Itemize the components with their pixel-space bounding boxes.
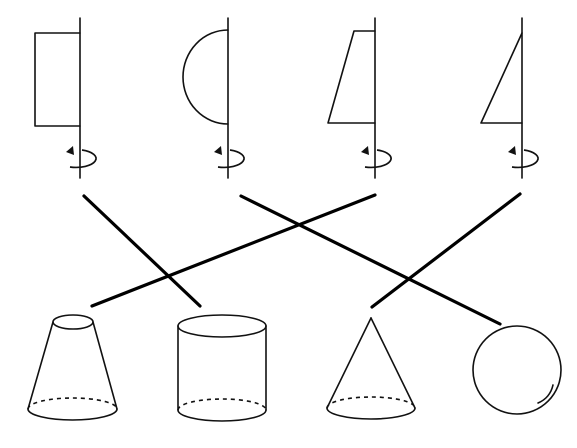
cylinder-icon — [177, 314, 267, 422]
sphere-icon — [472, 325, 562, 415]
rotation-arrow-icon — [214, 146, 245, 169]
frustum-icon — [27, 314, 118, 421]
rotation-arrow-icon — [508, 146, 539, 169]
match-line-trapezoid-frustum — [90, 193, 377, 308]
rectangle-rotation-figure — [34, 17, 97, 179]
rotation-arrow-icon — [361, 146, 392, 169]
trapezoid-rotation-figure — [327, 17, 392, 179]
semicircle-rotation-figure — [182, 17, 245, 179]
rectangle-icon — [34, 32, 81, 127]
rotation-arrow-icon — [66, 146, 97, 169]
match-line-semicircle-sphere — [239, 194, 502, 326]
match-line-rectangle-cylinder — [82, 194, 202, 308]
triangle-icon — [480, 32, 523, 124]
matching-lines — [82, 192, 522, 326]
semicircle-icon — [182, 29, 229, 125]
cone-icon — [326, 317, 416, 420]
match-line-triangle-cone — [370, 192, 522, 309]
trapezoid-icon — [327, 30, 376, 124]
triangle-rotation-figure — [480, 17, 539, 179]
